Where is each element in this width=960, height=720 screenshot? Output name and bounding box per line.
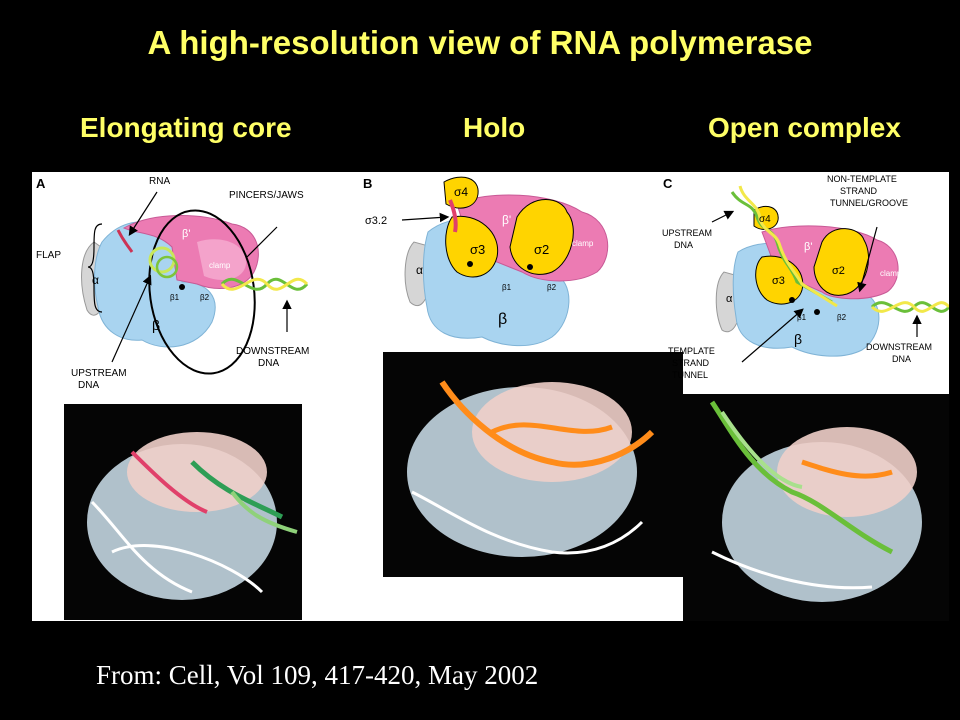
label-clamp-b: clamp (572, 239, 594, 248)
label-sigma2-c: σ2 (832, 265, 845, 277)
label-sigma3-b: σ3 (470, 242, 485, 257)
label-beta2-a: β2 (200, 293, 210, 302)
panel-b: B σ4 σ3.2 β' clamp σ3 σ2 α β1 β2 β (363, 176, 683, 577)
label-sigma3-c: σ3 (772, 275, 785, 287)
label-flap: FLAP (36, 250, 61, 261)
label-downstream-a-2: DNA (258, 358, 279, 369)
panel-c: C NON-TEMPLATE STRAND TUNNEL/GROOVE UPST… (662, 174, 951, 621)
rnap-figure-svg: A RNA PINCERS/JAWS FLAP UPSTREAM DNA DOW… (36, 174, 951, 621)
label-beta-prime-b: β' (502, 213, 511, 227)
column-heading-holo: Holo (463, 112, 526, 143)
label-sigma32-b: σ3.2 (365, 215, 387, 227)
label-upstream-c-2: DNA (674, 240, 693, 250)
label-sigma4-c: σ4 (759, 214, 771, 225)
panel-a-letter: A (36, 176, 46, 191)
label-template-2: STRAND (672, 358, 710, 368)
label-beta-b: β (498, 311, 507, 328)
panel-c-letter: C (663, 176, 673, 191)
label-pincers-jaws: PINCERS/JAWS (229, 190, 304, 201)
column-heading-elongating-core: Elongating core (80, 112, 292, 143)
label-sigma4-b: σ4 (454, 185, 468, 199)
label-beta-a: β (152, 317, 160, 333)
flap-bracket (87, 223, 103, 313)
panel-a: A RNA PINCERS/JAWS FLAP UPSTREAM DNA DOW… (36, 176, 309, 620)
label-upstream-a-1: UPSTREAM (71, 368, 127, 379)
label-alpha-b: α (416, 263, 423, 277)
label-nontemplate-3: TUNNEL/GROOVE (830, 198, 908, 208)
label-beta-prime-a: β' (182, 228, 190, 240)
slide-title: A high-resolution view of RNA polymerase (147, 24, 813, 61)
label-beta1-c: β1 (797, 313, 807, 322)
label-clamp-c: clamp (880, 269, 902, 278)
sigma2-domain-b (509, 199, 574, 275)
label-alpha-c: α (726, 293, 733, 305)
label-beta2-c: β2 (837, 313, 847, 322)
panel-b-letter: B (363, 176, 372, 191)
label-upstream-a-2: DNA (78, 380, 99, 391)
label-template-1: TEMPLATE (668, 346, 715, 356)
label-beta-prime-c: β' (804, 241, 812, 253)
label-alpha-a: α (92, 273, 99, 287)
label-clamp-a: clamp (209, 261, 231, 270)
label-downstream-a-1: DOWNSTREAM (236, 346, 309, 357)
pincers-outline-a (148, 209, 256, 375)
label-beta2-b: β2 (547, 283, 557, 292)
label-downstream-c-2: DNA (892, 354, 911, 364)
sigma32-linker-b (448, 199, 458, 233)
rna-strand-a (116, 229, 134, 253)
rnap-figure: A RNA PINCERS/JAWS FLAP UPSTREAM DNA DOW… (32, 172, 951, 621)
citation-footer: From: Cell, Vol 109, 417-420, May 2002 (96, 660, 539, 690)
label-sigma2-b: σ2 (534, 242, 549, 257)
label-rna: RNA (149, 176, 170, 187)
label-nontemplate-1: NON-TEMPLATE (827, 174, 897, 184)
label-beta-c: β (794, 331, 802, 347)
label-upstream-c-1: UPSTREAM (662, 228, 712, 238)
label-nontemplate-2: STRAND (840, 186, 878, 196)
sigma2-domain-c (813, 228, 869, 296)
label-beta1-a: β1 (170, 293, 180, 302)
label-template-3: TUNNEL (672, 370, 708, 380)
label-beta1-b: β1 (502, 283, 512, 292)
sigma3-domain-b (445, 215, 499, 278)
clamp-a (197, 239, 247, 280)
column-heading-open-complex: Open complex (708, 112, 901, 143)
label-downstream-c-1: DOWNSTREAM (866, 342, 932, 352)
